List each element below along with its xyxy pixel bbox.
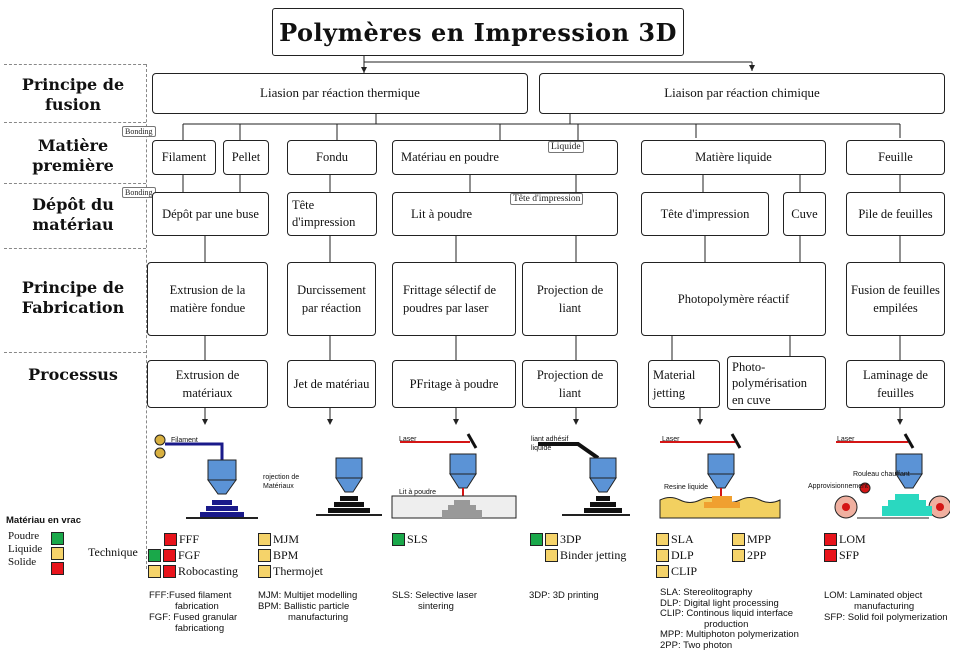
depot-cuve-box: Cuve [783,192,826,236]
bonding-tag: Bonding [122,126,156,137]
legend-title: Matériau en vrac [6,515,81,526]
sls-illustration [391,433,517,519]
matiere-poudre-box: Matériau en poudre [392,140,618,175]
illus-laser-label: Laser [399,436,417,443]
proc-laminage-box: Laminage de feuilles [846,360,945,408]
row-label-matiere: Matière première [32,136,114,175]
binder-jetting-illustration [538,442,630,516]
fab-extrusion-box: Extrusion de la matière fondue [147,262,268,336]
row-separator [4,64,146,65]
fusion-thermique-box: Liasion par réaction thermique [152,73,528,114]
depot-pile-box: Pile de feuilles [846,192,945,236]
illus-rojection-label: rojection de Matériaux [263,474,300,490]
illus-filament-label: Filament [171,437,198,444]
legend-labels: Poudre Liquide Solide [8,530,43,568]
legend-technique: Technique [88,545,138,559]
proc-material-jetting-box: Material jetting [648,360,720,408]
matiere-filament-box: Filament [152,140,216,175]
row-label-processus: Processus [28,365,118,384]
illus-liant-label: liant adhésif liquide [531,436,569,452]
techniques-col1: FFF FGF Robocasting [148,531,238,579]
techniques-col5b: MPP 2PP [732,531,771,563]
proc-jet-box: Jet de matériau [287,360,376,408]
photopolymer-illustration [659,433,781,519]
abbrev-col6: LOM: Laminated object manufacturing SFP:… [824,590,948,623]
abbrev-col5: SLA: Stereolitography DLP: Digital light… [660,587,799,651]
depot-tete2-box: Tête d'impression [641,192,769,236]
techniques-col4: 3DP Binder jetting [530,531,626,563]
illus-appro-label: Approvisionnement [808,483,868,490]
techniques-col3: SLS [392,531,428,547]
illus-laser3-label: Laser [837,436,855,443]
abbrev-col4: 3DP: 3D printing [529,590,599,601]
fab-fusion-box: Fusion de feuilles empilées [846,262,945,336]
fab-photo-box: Photopolymère réactif [641,262,826,336]
abbrev-col2: MJM: Multijet modelling BPM: Ballistic p… [258,590,358,623]
tete-impression-tag: Tête d'impression [510,193,584,205]
illus-lit-label: Lit à poudre [399,489,436,496]
proc-photo-box: Photo-polymérisation en cuve [727,356,826,410]
row-label-fusion: Principe de fusion [21,75,125,114]
row-label-fabrication: Principe de Fabrication [21,278,125,317]
abbrev-col3: SLS: Selective laser sintering [392,590,478,612]
liquide-tag: Liquide [548,141,584,153]
legend-swatches [51,532,64,575]
techniques-col5a: SLA DLP CLIP [656,531,697,579]
matiere-fondu-box: Fondu [287,140,377,175]
depot-lit-box: Lit à poudre [392,192,618,236]
proc-projection-box: Projection de liant [522,360,618,408]
techniques-col2: MJM BPM Thermojet [258,531,323,579]
row-separator [4,183,146,184]
fab-durcissement-box: Durcissement par réaction [287,262,376,336]
process-illustrations [154,433,950,519]
column-separator [146,64,147,569]
proc-frittage-box: PFritage à poudre [392,360,516,408]
matiere-feuille-box: Feuille [846,140,945,175]
abbrev-col1: FFF:Fused filament fabrication FGF: Fuse… [149,590,238,634]
matiere-liquide-box: Matière liquide [641,140,826,175]
proc-extrusion-box: Extrusion de matériaux [147,360,268,408]
row-separator [4,248,146,249]
lom-illustration [834,433,950,519]
techniques-col6: LOM SFP [824,531,866,563]
diagram-title: Polymères en Impression 3D [272,8,684,56]
fab-projection-box: Projection de liant [522,262,618,336]
jet-illustration [316,457,382,516]
bonding-tag: Bonding [122,187,156,198]
depot-buse-box: Dépôt par une buse [152,192,269,236]
row-label-depot: Dépôt du matériau [32,195,114,234]
illus-laser2-label: Laser [662,436,680,443]
row-separator [4,352,146,353]
row-separator [4,122,146,123]
illus-resine-label: Resine liquide [664,484,708,491]
fab-frittage-box: Frittage sélectif de poudres par laser [392,262,516,336]
extrusion-illustration [154,434,258,519]
fusion-chimique-box: Liaison par réaction chimique [539,73,945,114]
depot-tete-box: Tête d'impression [287,192,377,236]
illus-rouleau-label: Rouleau chauffant [853,471,910,478]
matiere-pellet-box: Pellet [223,140,269,175]
